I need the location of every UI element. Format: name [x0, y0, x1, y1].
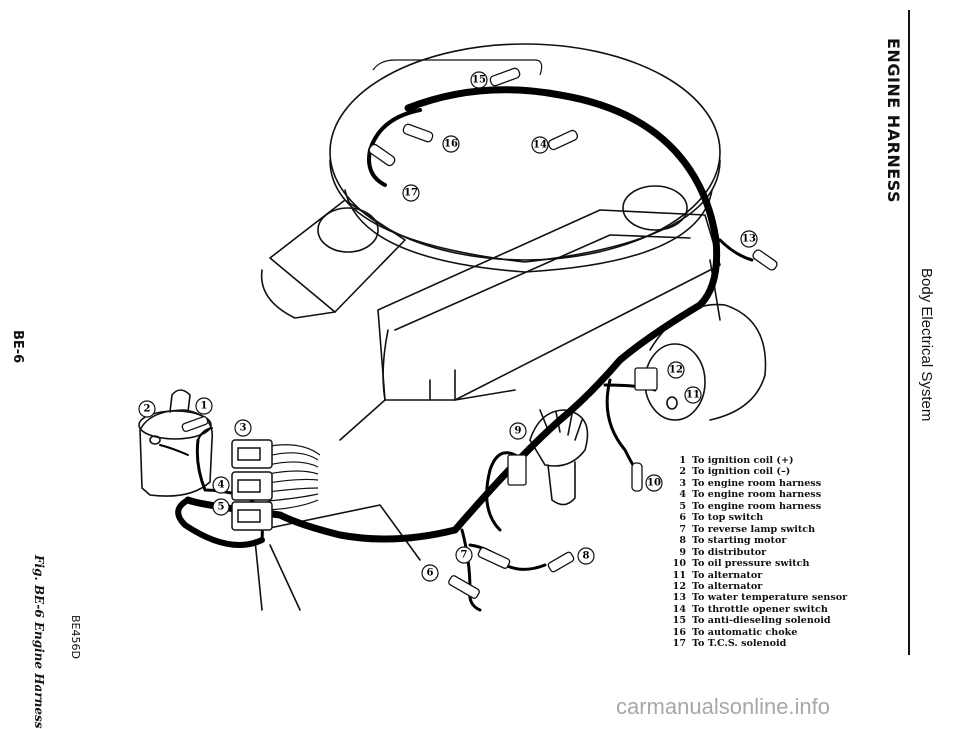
legend-item: 10 To oil pressure switch	[668, 558, 847, 569]
legend-item: 9 To distributor	[668, 547, 847, 558]
callout-10: 10	[645, 474, 663, 492]
header-rule	[908, 10, 910, 655]
legend-number: 10	[672, 558, 686, 570]
legend-number: 4	[679, 489, 686, 501]
legend-text: To water temperature sensor	[692, 592, 848, 604]
svg-text:7: 7	[461, 550, 468, 561]
callout-15: 15	[470, 71, 488, 89]
legend-item: 14 To throttle opener switch	[668, 604, 847, 615]
svg-text:10: 10	[647, 478, 661, 489]
legend-text: To ignition coil (–)	[692, 466, 791, 478]
legend-number: 1	[679, 455, 686, 466]
svg-text:16: 16	[444, 139, 458, 150]
legend-number: 7	[679, 523, 686, 535]
legend-item: 1 To ignition coil (+)	[668, 455, 847, 466]
svg-text:2: 2	[144, 404, 151, 415]
svg-text:17: 17	[404, 188, 418, 199]
legend-number: 13	[672, 592, 686, 604]
callout-1: 1	[195, 397, 213, 415]
legend-number: 9	[679, 546, 686, 558]
callout-7: 7	[455, 546, 473, 564]
svg-text:8: 8	[583, 551, 590, 562]
svg-text:3: 3	[240, 423, 247, 434]
legend-text: To top switch	[692, 512, 764, 524]
legend-item: 3 To engine room harness	[668, 478, 847, 489]
legend-text: To alternator	[692, 569, 763, 581]
svg-text:5: 5	[218, 502, 225, 513]
legend-text: To starting motor	[692, 535, 787, 547]
legend-item: 16 To automatic choke	[668, 627, 847, 638]
legend-text: To distributor	[692, 546, 767, 558]
air-intake-snorkel	[260, 199, 406, 319]
legend-item: 15 To anti-dieseling solenoid	[668, 615, 847, 626]
callout-8: 8	[577, 547, 595, 565]
engine-block	[254, 389, 516, 611]
legend-text: To engine room harness	[692, 489, 822, 501]
svg-text:12: 12	[669, 365, 683, 376]
legend-item: 7 To reverse lamp switch	[668, 524, 847, 535]
svg-text:1: 1	[201, 401, 208, 412]
air-cleaner-outlet	[622, 185, 688, 231]
legend-list: 1 To ignition coil (+) 2 To ignition coil …	[668, 455, 848, 650]
callout-11: 11	[684, 386, 702, 404]
legend-text: To automatic choke	[692, 626, 798, 638]
legend-text: To T.C.S. solenoid	[692, 638, 787, 650]
legend-number: 8	[679, 535, 686, 547]
legend-number: 16	[672, 626, 686, 638]
legend-number: 11	[672, 569, 686, 581]
legend-item: 4 To engine room harness	[668, 489, 847, 500]
legend-item: 8 To starting motor	[668, 535, 847, 546]
callout-17: 17	[402, 184, 420, 202]
alternator	[644, 303, 767, 421]
callouts: 1 2 3 4 5 6 7 8 9 10 11 12 13 14 15 16 1…	[138, 71, 758, 582]
legend-item: 11 To alternator	[668, 570, 847, 581]
callout-13: 13	[740, 230, 758, 248]
legend-text: To alternator	[692, 580, 763, 592]
legend-text: To anti-dieseling solenoid	[692, 615, 831, 627]
callout-4: 4	[212, 476, 230, 494]
legend-text: To ignition coil (+)	[692, 455, 794, 466]
svg-text:9: 9	[515, 426, 522, 437]
legend-item: 13 To water temperature sensor	[668, 592, 848, 604]
legend-text: To engine room harness	[692, 500, 822, 512]
callout-2: 2	[138, 400, 156, 418]
legend-number: 3	[679, 477, 686, 489]
terminal-connectors	[181, 67, 778, 599]
main-harness-cable	[184, 86, 721, 543]
legend-item: 12 To alternator	[668, 581, 847, 592]
legend-text: To engine room harness	[692, 477, 822, 489]
legend-item: 2 To ignition coil (–)	[668, 466, 847, 477]
svg-text:4: 4	[218, 480, 225, 491]
legend-item: 17 To T.C.S. solenoid	[668, 638, 847, 649]
legend-text: To throttle opener switch	[692, 603, 828, 615]
legend-item: 5 To engine room harness	[668, 501, 847, 512]
callout-16: 16	[442, 135, 460, 153]
svg-text:14: 14	[533, 140, 547, 151]
svg-text:6: 6	[427, 568, 434, 579]
svg-text:11: 11	[686, 390, 700, 401]
callout-12: 12	[667, 361, 685, 379]
multi-connectors	[231, 439, 273, 531]
callout-9: 9	[509, 422, 527, 440]
legend-number: 2	[679, 466, 686, 478]
legend-number: 14	[672, 603, 686, 615]
legend-number: 17	[672, 638, 686, 650]
legend-item: 6 To top switch	[668, 512, 847, 523]
legend-number: 5	[679, 500, 686, 512]
legend-number: 12	[672, 580, 686, 592]
callout-5: 5	[212, 498, 230, 516]
legend-text: To reverse lamp switch	[692, 523, 816, 535]
legend-text: To oil pressure switch	[692, 558, 810, 570]
watermark: carmanualsonline.info	[616, 694, 831, 719]
callout-6: 6	[421, 564, 439, 582]
svg-text:13: 13	[742, 234, 756, 245]
svg-text:15: 15	[472, 75, 486, 86]
callout-3: 3	[234, 419, 252, 437]
legend-number: 6	[679, 512, 686, 524]
legend-number: 15	[672, 615, 686, 627]
callout-14: 14	[531, 136, 549, 154]
